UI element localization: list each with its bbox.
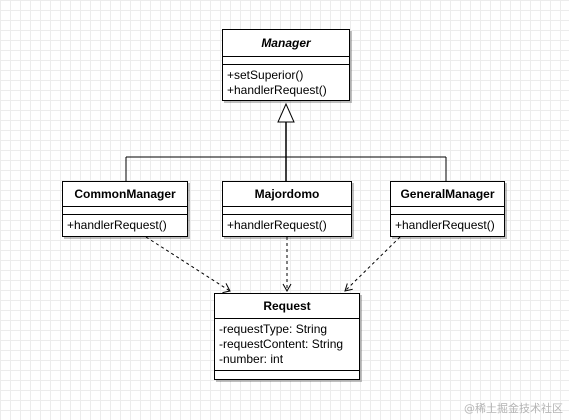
class-common-manager-attributes [63, 207, 187, 215]
class-majordomo-methods: +handlerRequest() [223, 215, 351, 236]
class-request-attributes: -requestType: String -requestContent: St… [215, 319, 359, 371]
class-common-manager-method: +handlerRequest() [67, 218, 167, 232]
class-majordomo-name: Majordomo [223, 182, 351, 207]
class-manager-name: Manager [223, 30, 349, 57]
class-manager[interactable]: Manager +setSuperior() +handlerRequest() [222, 29, 350, 101]
class-general-manager[interactable]: GeneralManager +handlerRequest() [390, 181, 505, 237]
class-general-manager-name: GeneralManager [391, 182, 504, 207]
class-request-attribute: -number: int [219, 352, 284, 366]
class-manager-method: +setSuperior() [227, 68, 304, 82]
class-request-methods [215, 371, 359, 381]
class-manager-methods: +setSuperior() +handlerRequest() [223, 65, 349, 101]
class-general-manager-attributes [391, 207, 504, 215]
class-common-manager-name: CommonManager [63, 182, 187, 207]
dependency-common-manager-to-request [145, 236, 231, 294]
generalization-arrowhead [277, 102, 295, 123]
class-common-manager-methods: +handlerRequest() [63, 215, 187, 236]
class-request-attribute: -requestType: String [219, 322, 328, 336]
class-majordomo-attributes [223, 207, 351, 215]
class-manager-attributes [223, 57, 349, 65]
class-request[interactable]: Request -requestType: String -requestCon… [214, 293, 360, 380]
class-majordomo[interactable]: Majordomo +handlerRequest() [222, 181, 352, 237]
dependency-majordomo-to-request [282, 237, 292, 293]
class-request-attribute: -requestContent: String [219, 337, 344, 351]
class-common-manager[interactable]: CommonManager +handlerRequest() [62, 181, 188, 237]
watermark: @稀土掘金技术社区 [464, 402, 563, 415]
class-manager-method: +handlerRequest() [227, 83, 327, 97]
class-request-name: Request [215, 294, 359, 319]
class-majordomo-method: +handlerRequest() [227, 218, 327, 232]
dependency-general-manager-to-request [344, 236, 401, 292]
class-general-manager-method: +handlerRequest() [395, 218, 495, 232]
class-general-manager-methods: +handlerRequest() [391, 215, 504, 236]
